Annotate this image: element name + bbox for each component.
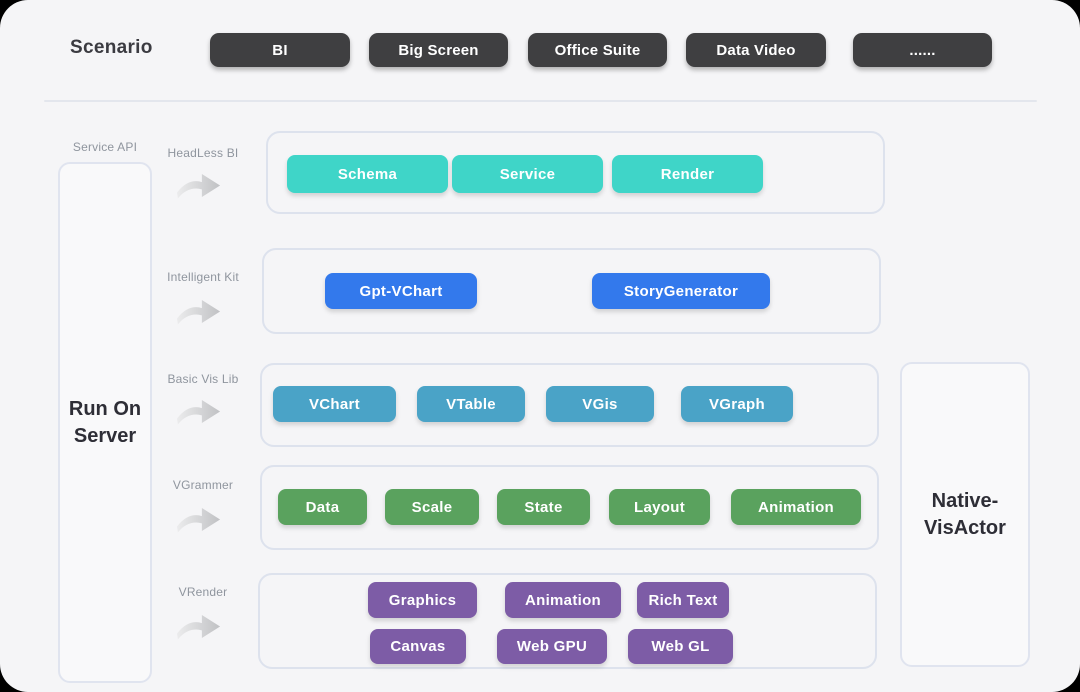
module-button-web-gpu[interactable]: Web GPU (497, 629, 607, 664)
module-button-scale[interactable]: Scale (385, 489, 479, 525)
module-button-canvas[interactable]: Canvas (370, 629, 466, 664)
run-on-server-box: Run On Server (58, 162, 152, 683)
native-visactor-box: Native- VisActor (900, 362, 1030, 667)
module-button-gpt-vchart[interactable]: Gpt-VChart (325, 273, 477, 309)
layer-label-vrender: VRender (178, 585, 228, 599)
run-on-server-line2: Server (73, 424, 137, 447)
flow-arrow-icon (176, 614, 221, 640)
flow-arrow-icon (176, 299, 221, 325)
layer-label-vgrammer: VGrammer (172, 478, 234, 492)
module-button-storygenerator[interactable]: StoryGenerator (592, 273, 770, 309)
scenario-title: Scenario (70, 37, 153, 58)
module-button-animation-vrender[interactable]: Animation (505, 582, 621, 618)
layer-container-vrender (258, 573, 877, 669)
module-button-web-gl[interactable]: Web GL (628, 629, 733, 664)
scenario-button-office-suite[interactable]: Office Suite (528, 33, 667, 67)
module-button-graphics[interactable]: Graphics (368, 582, 477, 618)
layer-label-intelligent-kit: Intelligent Kit (167, 270, 239, 284)
module-button-rich-text[interactable]: Rich Text (637, 582, 729, 618)
native-visactor-line2: VisActor (924, 516, 1006, 539)
module-button-vtable[interactable]: VTable (417, 386, 525, 422)
section-divider (44, 100, 1037, 102)
scenario-button-more[interactable]: ...... (853, 33, 992, 67)
module-button-data[interactable]: Data (278, 489, 367, 525)
module-button-schema[interactable]: Schema (287, 155, 448, 193)
layer-container-basic-vis-lib (260, 363, 879, 447)
scenario-button-data-video[interactable]: Data Video (686, 33, 826, 67)
module-button-render[interactable]: Render (612, 155, 763, 193)
layer-label-basic-vis-lib: Basic Vis Lib (167, 372, 239, 386)
scenario-button-big-screen[interactable]: Big Screen (369, 33, 508, 67)
flow-arrow-icon (176, 173, 221, 199)
run-on-server-line1: Run On (68, 397, 142, 420)
module-button-state[interactable]: State (497, 489, 590, 525)
flow-arrow-icon (176, 399, 221, 425)
scenario-button-bi[interactable]: BI (210, 33, 350, 67)
module-button-service[interactable]: Service (452, 155, 603, 193)
native-visactor-line1: Native- (931, 489, 999, 512)
service-api-label: Service API (72, 140, 138, 154)
module-button-animation-vgrammer[interactable]: Animation (731, 489, 861, 525)
layer-container-intelligent-kit (262, 248, 881, 334)
module-button-layout[interactable]: Layout (609, 489, 710, 525)
flow-arrow-icon (176, 507, 221, 533)
layer-container-vgrammer (260, 465, 879, 550)
module-button-vchart[interactable]: VChart (273, 386, 396, 422)
layer-container-headless-bi (266, 131, 885, 214)
layer-label-headless-bi: HeadLess BI (167, 146, 239, 160)
module-button-vgraph[interactable]: VGraph (681, 386, 793, 422)
module-button-vgis[interactable]: VGis (546, 386, 654, 422)
